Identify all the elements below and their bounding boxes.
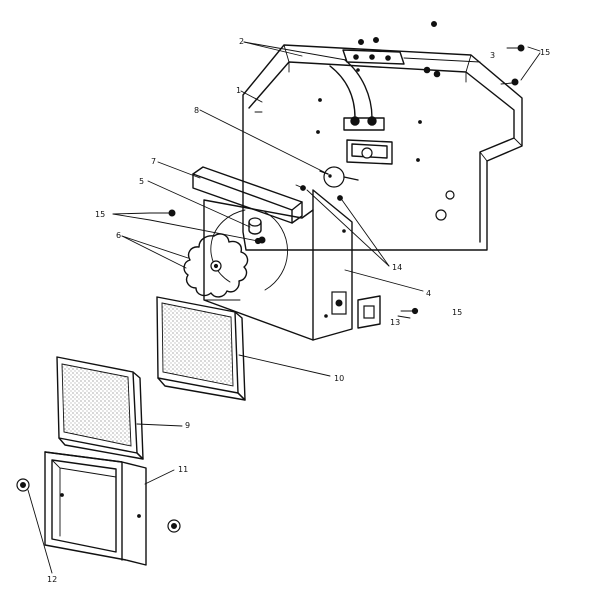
- terminal-block: [329, 59, 385, 131]
- fan-blade: [183, 233, 249, 298]
- callout-14: 14: [392, 263, 402, 272]
- callout-15-top: 15: [540, 48, 550, 57]
- callout-labels: 1 2 3 4 5 6 7 8 9 10 11 12 13 14 15 15 1…: [47, 37, 550, 584]
- callout-3: 3: [490, 51, 495, 60]
- callout-6: 6: [116, 231, 121, 240]
- callout-8: 8: [194, 106, 199, 115]
- callout-10: 10: [334, 374, 344, 383]
- fan-shroud: [203, 189, 353, 341]
- hardware-screws: [149, 209, 262, 245]
- front-filter: [56, 356, 144, 460]
- callout-13: 13: [390, 318, 400, 327]
- mounting-screws: [295, 184, 343, 201]
- callout-15-right: 15: [452, 308, 462, 317]
- screws: [400, 44, 525, 315]
- switch-plate: [357, 295, 381, 329]
- callout-11: 11: [178, 465, 188, 474]
- callout-5: 5: [139, 177, 144, 186]
- callout-12: 12: [47, 575, 57, 584]
- rear-filter: [156, 296, 246, 401]
- knobs: [16, 478, 181, 533]
- callout-7: 7: [151, 157, 156, 166]
- front-frame: [44, 451, 147, 566]
- leader-lines: [27, 41, 541, 574]
- callout-4: 4: [426, 289, 431, 298]
- cabinet-housing: [242, 44, 523, 251]
- callout-9: 9: [185, 421, 190, 430]
- callout-15-left: 15: [95, 210, 105, 219]
- callout-1: 1: [236, 86, 241, 95]
- fan-motor: [319, 139, 393, 188]
- callout-2: 2: [239, 37, 244, 46]
- top-bracket-plate: [342, 21, 441, 78]
